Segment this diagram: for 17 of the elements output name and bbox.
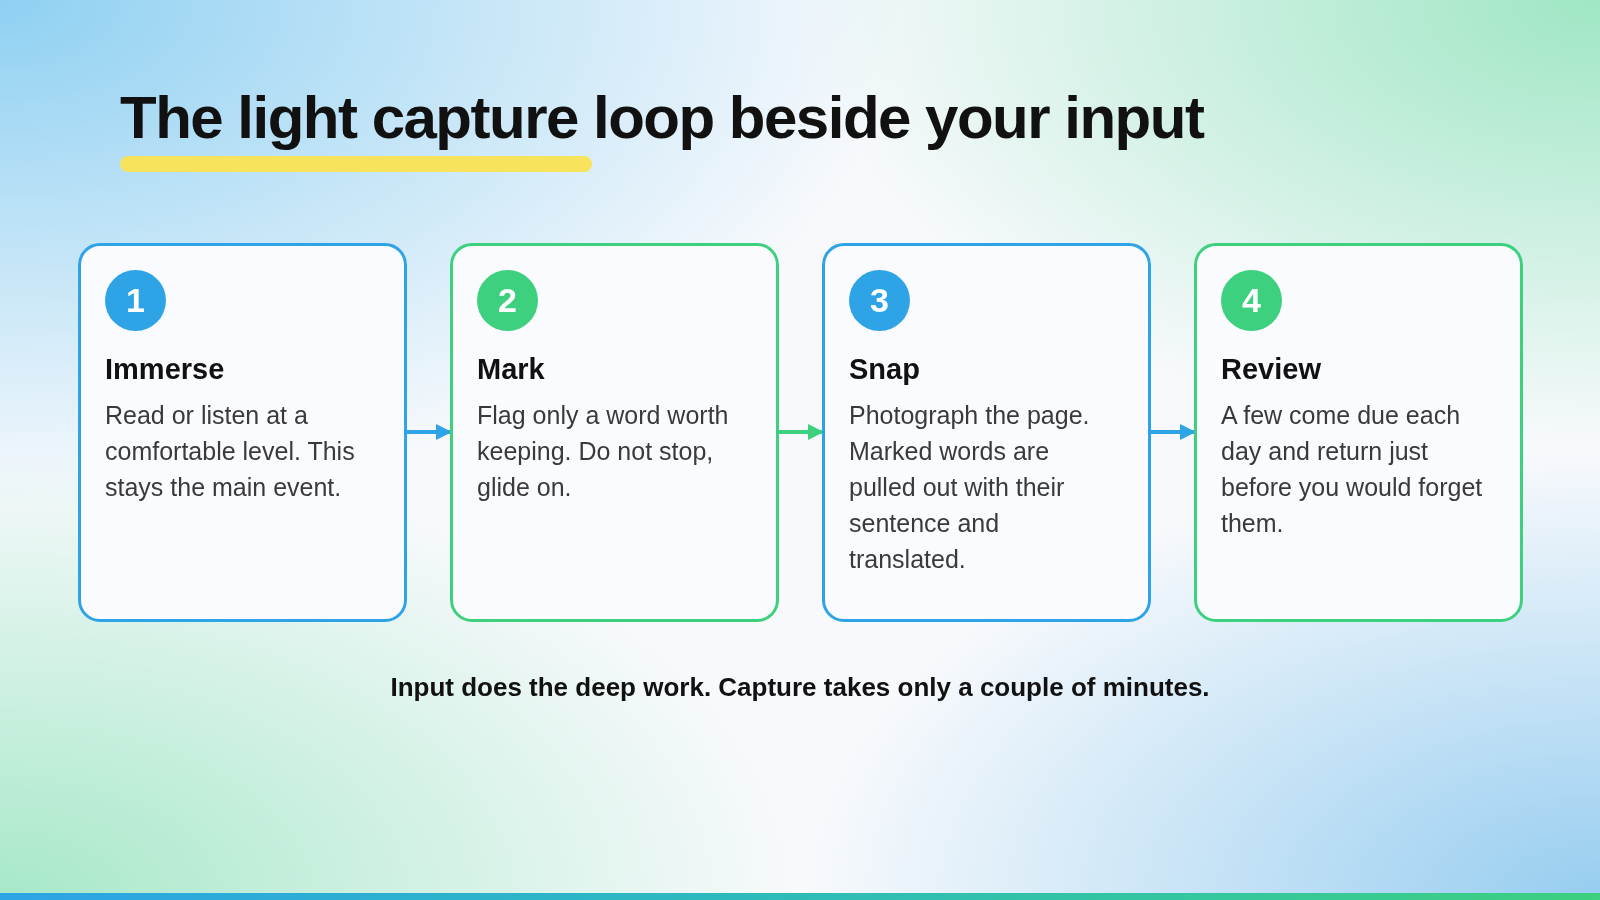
step-heading: Mark: [477, 352, 546, 387]
step-description: Flag only a word worth keeping. Do not stop, glide on.: [477, 400, 730, 503]
step-card: [822, 243, 1151, 622]
step-heading: Immerse: [105, 352, 226, 387]
step-card: [78, 243, 407, 622]
title: The light capture loop beside your input: [120, 83, 1204, 153]
arrow: [1151, 424, 1196, 440]
step-card: [1194, 243, 1523, 622]
arrow: [407, 424, 452, 440]
step-card: [450, 243, 779, 622]
step-description: Photograph the page. Marked words are pulled out with their sentence and translated.: [849, 400, 1091, 575]
step-heading: Review: [1221, 352, 1322, 387]
step-description: A few come due each day and return just before you would forget them.: [1221, 400, 1484, 539]
arrow: [779, 424, 824, 440]
caption: Input does the deep work. Capture takes only a couple of minutes.: [389, 671, 1211, 704]
step-heading: Snap: [849, 352, 921, 387]
step-description: Read or listen at a comfortable level. This stays the main event.: [105, 400, 356, 503]
